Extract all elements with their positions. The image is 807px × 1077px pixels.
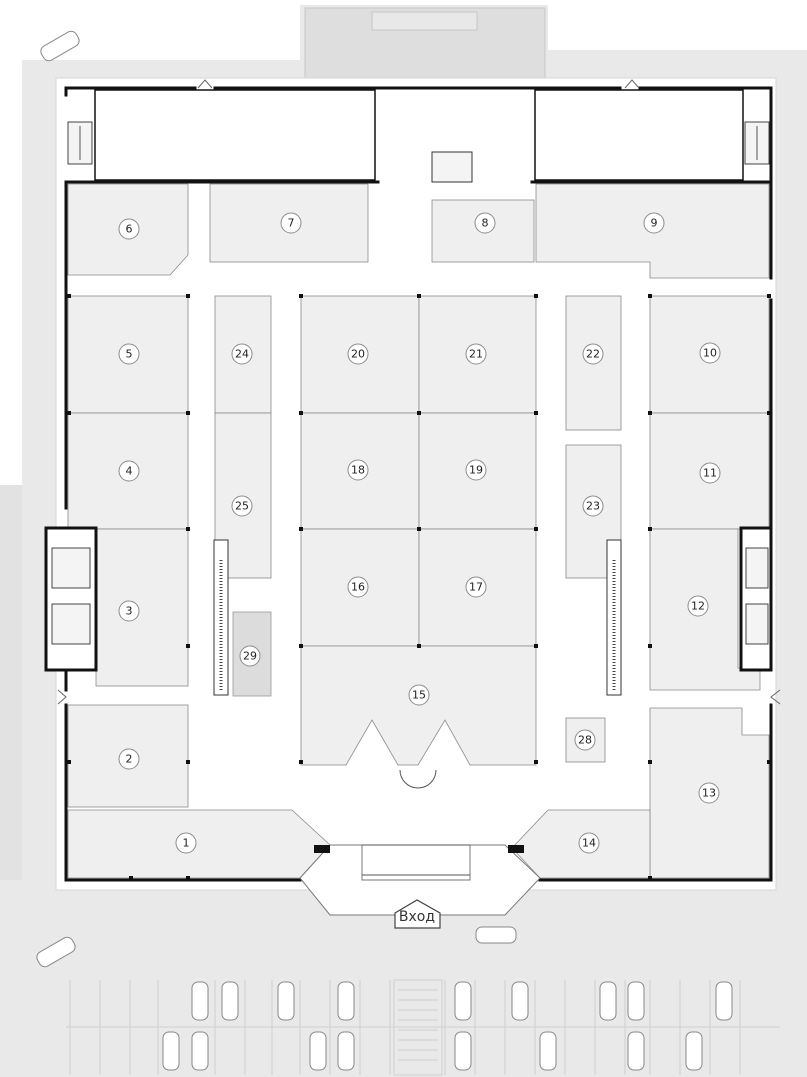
badge-unit-10: 10 <box>699 342 721 364</box>
badge-unit-29: 29 <box>239 645 261 667</box>
badge-unit-7: 7 <box>280 212 302 234</box>
badge-unit-13: 13 <box>698 782 720 804</box>
structural-columns <box>67 294 771 880</box>
car-icon <box>36 30 733 1071</box>
svg-text:29: 29 <box>243 650 257 663</box>
svg-text:24: 24 <box>235 348 249 361</box>
badge-unit-11: 11 <box>699 462 721 484</box>
svg-text:16: 16 <box>351 581 365 594</box>
svg-text:14: 14 <box>582 837 596 850</box>
badge-unit-2: 2 <box>118 748 140 770</box>
svg-text:20: 20 <box>351 348 365 361</box>
badge-unit-25: 25 <box>231 495 253 517</box>
svg-text:3: 3 <box>126 605 133 618</box>
badge-unit-18: 18 <box>347 459 369 481</box>
parking-lot <box>66 979 780 1076</box>
badge-unit-20: 20 <box>347 343 369 365</box>
svg-text:11: 11 <box>703 467 717 480</box>
svg-text:25: 25 <box>235 500 249 513</box>
svg-text:13: 13 <box>702 787 716 800</box>
svg-text:17: 17 <box>469 581 483 594</box>
badge-unit-16: 16 <box>347 576 369 598</box>
svg-text:28: 28 <box>578 734 592 747</box>
svg-text:8: 8 <box>482 217 489 230</box>
escalator-icon <box>213 539 622 696</box>
svg-text:9: 9 <box>651 217 658 230</box>
badge-unit-21: 21 <box>465 343 487 365</box>
unit-3[interactable] <box>95 528 189 687</box>
badge-unit-4: 4 <box>118 460 140 482</box>
badge-unit-23: 23 <box>582 495 604 517</box>
svg-text:22: 22 <box>586 348 600 361</box>
badge-unit-12: 12 <box>687 595 709 617</box>
svg-text:12: 12 <box>691 600 705 613</box>
entrance-label: Вход <box>399 909 435 925</box>
badge-unit-28: 28 <box>574 729 596 751</box>
svg-text:2: 2 <box>126 753 133 766</box>
badge-unit-1: 1 <box>175 832 197 854</box>
unit-1[interactable] <box>67 809 331 879</box>
badge-unit-9: 9 <box>643 212 665 234</box>
svg-text:18: 18 <box>351 464 365 477</box>
svg-text:6: 6 <box>126 223 133 236</box>
badge-unit-19: 19 <box>465 459 487 481</box>
svg-text:10: 10 <box>703 347 717 360</box>
main-entrance: Вход <box>299 769 541 929</box>
svg-text:19: 19 <box>469 464 483 477</box>
door-icon <box>57 79 781 705</box>
badge-unit-8: 8 <box>474 212 496 234</box>
stairs-icon <box>44 121 773 672</box>
unit-15[interactable] <box>300 645 537 766</box>
svg-text:15: 15 <box>412 689 426 702</box>
unit-labels: 6 7 8 9 5 24 20 21 22 10 4 18 19 11 25 2… <box>118 212 721 854</box>
badge-unit-15: 15 <box>408 684 430 706</box>
svg-text:21: 21 <box>469 348 483 361</box>
svg-text:4: 4 <box>126 465 133 478</box>
svg-text:7: 7 <box>288 217 295 230</box>
svg-text:5: 5 <box>126 348 133 361</box>
badge-unit-24: 24 <box>231 343 253 365</box>
badge-unit-17: 17 <box>465 576 487 598</box>
badge-unit-14: 14 <box>578 832 600 854</box>
svg-text:23: 23 <box>586 500 600 513</box>
badge-unit-5: 5 <box>118 343 140 365</box>
badge-unit-3: 3 <box>118 600 140 622</box>
svg-text:1: 1 <box>183 837 190 850</box>
badge-unit-6: 6 <box>118 218 140 240</box>
badge-unit-22: 22 <box>582 343 604 365</box>
